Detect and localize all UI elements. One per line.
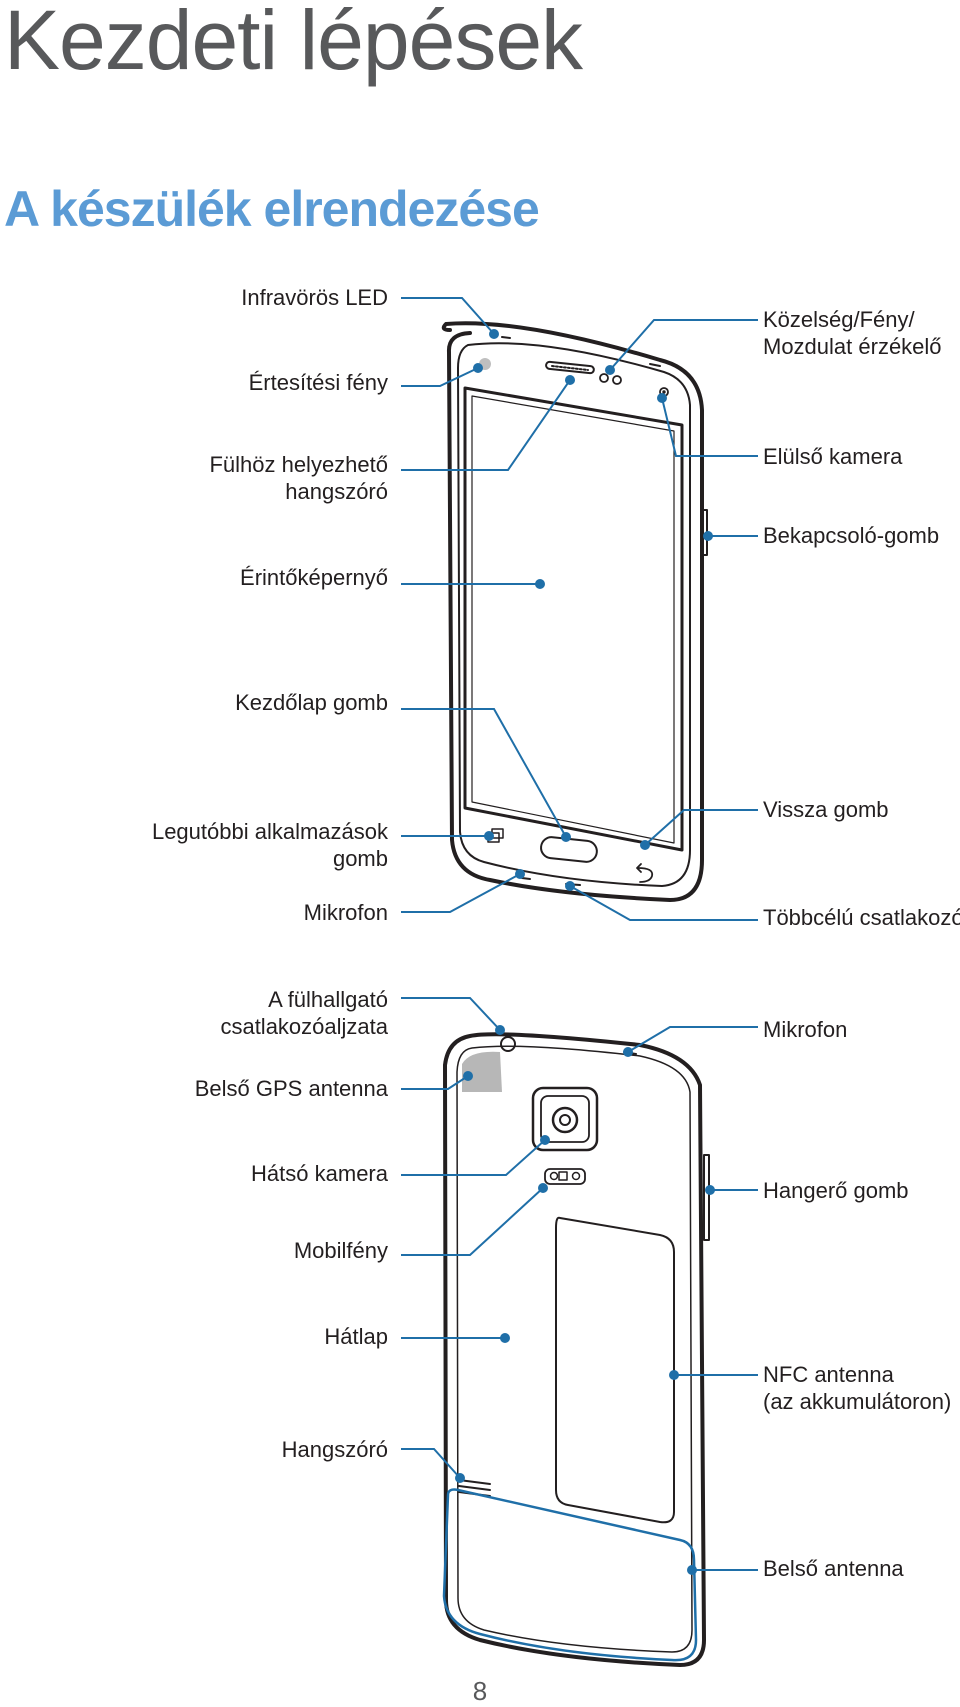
- back-callout-lines: [401, 997, 758, 1571]
- label-back-button: Vissza gomb: [763, 797, 889, 822]
- back-callout-dots: [455, 1025, 715, 1575]
- label-nfc-antenna-line1: NFC antenna: [763, 1362, 894, 1387]
- label-back-cover: Hátlap: [324, 1324, 388, 1349]
- label-home-button: Kezdőlap gomb: [235, 690, 388, 715]
- label-nfc-antenna: NFC antenna (az akkumulátoron): [763, 1361, 951, 1415]
- back-antenna-outline: [442, 1488, 698, 1662]
- front-phone-illustration: [441, 321, 708, 902]
- label-headset-jack-line2: csatlakozóaljzata: [220, 1014, 388, 1039]
- label-recent-apps: Legutóbbi alkalmazások gomb: [152, 818, 388, 872]
- label-headset-jack: A fülhallgató csatlakozóaljzata: [220, 986, 388, 1040]
- page-number: 8: [472, 1676, 488, 1706]
- label-volume-button: Hangerő gomb: [763, 1178, 909, 1203]
- label-front-camera: Elülső kamera: [763, 444, 903, 469]
- label-nfc-antenna-line2: (az akkumulátoron): [763, 1389, 952, 1414]
- label-power-button: Bekapcsoló-gomb: [763, 523, 940, 548]
- label-touchscreen: Érintőképernyő: [240, 565, 388, 590]
- label-recent-apps-line2: gomb: [332, 846, 388, 871]
- label-headset-jack-line1: A fülhallgató: [268, 987, 388, 1012]
- page-title: Kezdeti lépések: [4, 0, 583, 87]
- label-speaker: Hangszóró: [281, 1437, 388, 1462]
- label-infrared-led: Infravörös LED: [241, 285, 388, 310]
- label-back-microphone: Mikrofon: [763, 1017, 848, 1042]
- label-sensor-line1: Közelség/Fény/: [763, 307, 915, 332]
- label-earpiece-line1: Fülhöz helyezhető: [209, 452, 388, 477]
- front-callout-dots: [473, 329, 713, 891]
- label-gps-antenna: Belső GPS antenna: [194, 1076, 388, 1101]
- label-rear-camera: Hátsó kamera: [251, 1161, 388, 1186]
- label-flash: Mobilfény: [293, 1238, 388, 1263]
- label-front-microphone: Mikrofon: [303, 900, 388, 925]
- back-phone-illustration: [443, 1032, 710, 1667]
- label-notification-light: Értesítési fény: [248, 370, 388, 395]
- label-recent-apps-line1: Legutóbbi alkalmazások: [151, 819, 388, 844]
- label-earpiece-line2: hangszóró: [285, 479, 388, 504]
- front-callout-lines: [401, 297, 758, 921]
- label-multipurpose-jack: Többcélú csatlakozó: [763, 905, 960, 930]
- label-earpiece: Fülhöz helyezhető hangszóró: [209, 451, 388, 505]
- label-sensor: Közelség/Fény/ Mozdulat érzékelő: [763, 306, 942, 360]
- label-sensor-line2: Mozdulat érzékelő: [763, 334, 942, 359]
- section-title: A készülék elrendezése: [4, 181, 540, 237]
- label-main-antenna: Belső antenna: [763, 1556, 904, 1581]
